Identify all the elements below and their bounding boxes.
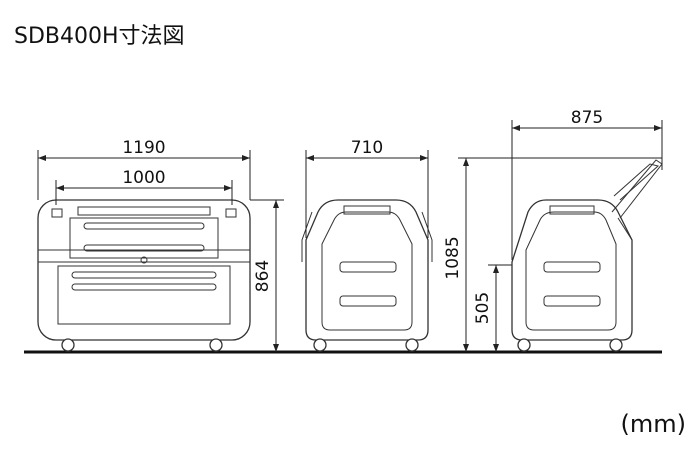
wheel-icon: [405, 338, 419, 352]
front-top-rail: [77, 206, 211, 216]
front-upper-panel: [69, 217, 219, 259]
dim-hinge-height: 505: [473, 292, 493, 324]
wheel-icon: [61, 338, 75, 352]
wheel-icon: [609, 338, 623, 352]
dim-front-opening-width: 1000: [122, 168, 165, 188]
side-slot: [339, 295, 397, 307]
wheel-icon: [209, 338, 223, 352]
side-view: 710: [301, 138, 433, 352]
wheel-icon: [313, 338, 327, 352]
front-lower-panel: [57, 265, 231, 325]
dim-side-width: 710: [351, 138, 383, 158]
unit-label: (mm): [620, 410, 686, 438]
front-body-outline: [37, 199, 251, 341]
open-slot: [543, 295, 601, 307]
wheel-icon: [517, 338, 531, 352]
dim-front-overall-width: 1190: [122, 138, 165, 158]
front-view: 1190 1000 864: [37, 138, 284, 352]
open-slot: [543, 261, 601, 273]
dim-open-height: 1085: [443, 236, 463, 279]
side-body-outline: [305, 199, 429, 341]
dim-front-height: 864: [253, 260, 273, 292]
opened-lid: [611, 159, 663, 219]
side-slot: [339, 261, 397, 273]
open-body-outline: [511, 199, 633, 341]
open-view: 1085 505 875: [443, 108, 663, 352]
page-title: SDB400H寸法図: [14, 24, 185, 49]
dim-open-depth: 875: [571, 108, 603, 128]
